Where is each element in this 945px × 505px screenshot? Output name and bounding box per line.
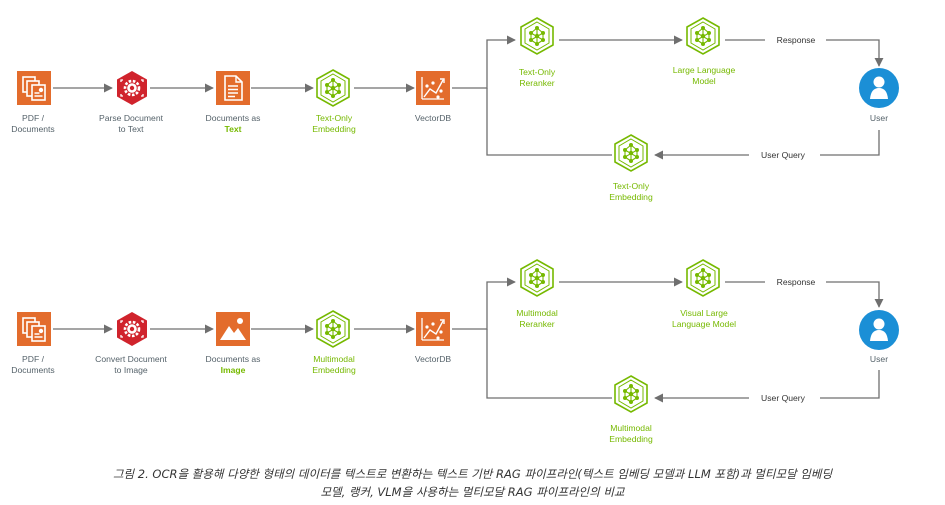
reranker-label-2: Reranker	[519, 78, 554, 88]
embed-label-1: Multimodal	[313, 354, 355, 364]
text-document-icon	[215, 70, 251, 106]
embed-label-2: Embedding	[312, 365, 356, 375]
reranker-label-1: Text-Only	[519, 67, 556, 77]
edge-label-user-query: User Query	[761, 150, 806, 160]
multimodal-pipeline: Response User Query PDF / Documents Conv…	[11, 259, 899, 444]
convert-document-gear-icon	[115, 310, 149, 348]
pdf-label-1: PDF /	[22, 354, 45, 364]
text-pipeline: Response User Query PDF / Documents Pars…	[11, 17, 899, 202]
edge-label-response: Response	[777, 277, 816, 287]
arrow-user-query	[655, 370, 880, 398]
figure-caption-line-1: 그림 2. OCR을 활용해 다양한 형태의 데이터를 텍스트로 변환하는 텍스…	[112, 467, 833, 481]
reranker-label-1: Multimodal	[516, 308, 558, 318]
embed-label-1: Text-Only	[316, 113, 353, 123]
user-label: User	[870, 113, 888, 123]
user-icon	[859, 68, 899, 108]
arrow-vectordb-to-reranker	[452, 277, 516, 330]
figure-caption-line-2: 모델, 랭커, VLM을 사용하는 멀티모달 RAG 파이프라인의 비교	[320, 485, 625, 499]
query-embed-label-2: Embedding	[609, 434, 653, 444]
convert-label-1: Convert Document	[95, 354, 167, 364]
reranker-label-2: Reranker	[519, 319, 554, 329]
vectordb-label: VectorDB	[415, 113, 452, 123]
vectordb-label: VectorDB	[415, 354, 452, 364]
embed-label-2: Embedding	[312, 124, 356, 134]
query-embedding-cube-icon	[614, 375, 648, 413]
parse-label-1: Parse Document	[99, 113, 164, 123]
arrow-vlm-to-user	[725, 281, 879, 307]
docs-as-label: Documents as	[206, 354, 261, 364]
pdf-label-1: PDF /	[22, 113, 45, 123]
text-embedding-cube-icon	[316, 69, 350, 107]
docs-mode-label: Text	[224, 124, 241, 134]
query-embed-label-2: Embedding	[609, 192, 653, 202]
multimodal-reranker-cube-icon	[520, 259, 554, 297]
parse-document-gear-icon	[115, 69, 149, 107]
query-embed-label-1: Text-Only	[613, 181, 650, 191]
docs-as-label: Documents as	[206, 113, 261, 123]
docs-mode-label: Image	[221, 365, 246, 375]
pdf-documents-icon	[16, 311, 52, 347]
edge-label-user-query: User Query	[761, 393, 806, 403]
llm-label-1: Large Language	[673, 65, 736, 75]
pdf-label-2: Documents	[11, 365, 54, 375]
pdf-label-2: Documents	[11, 124, 54, 134]
llm-label-2: Model	[692, 76, 715, 86]
vlm-label-2: Language Model	[672, 319, 736, 329]
parse-label-2: to Text	[118, 124, 144, 134]
vlm-cube-icon	[686, 259, 720, 297]
text-reranker-cube-icon	[520, 17, 554, 55]
query-embedding-cube-icon	[614, 134, 648, 172]
edge-label-response: Response	[777, 35, 816, 45]
multimodal-embedding-cube-icon	[316, 310, 350, 348]
image-document-icon	[216, 312, 250, 346]
arrow-vectordb-to-reranker	[452, 35, 516, 89]
convert-label-2: to Image	[114, 365, 148, 375]
query-embed-label-1: Multimodal	[610, 423, 652, 433]
rag-pipeline-diagram: Response User Query PDF / Documents Pars…	[11, 17, 899, 444]
vectordb-icon	[415, 311, 451, 347]
user-label: User	[870, 354, 888, 364]
vectordb-icon	[415, 70, 451, 106]
arrow-llm-to-user	[725, 39, 879, 66]
user-icon	[859, 310, 899, 350]
vlm-label-1: Visual Large	[680, 308, 728, 318]
llm-cube-icon	[686, 17, 720, 55]
pdf-documents-icon	[16, 70, 52, 106]
arrow-query-embed-to-vectordb	[486, 329, 612, 399]
arrow-user-query	[655, 130, 880, 155]
arrow-query-embed-to-vectordb	[486, 88, 612, 156]
